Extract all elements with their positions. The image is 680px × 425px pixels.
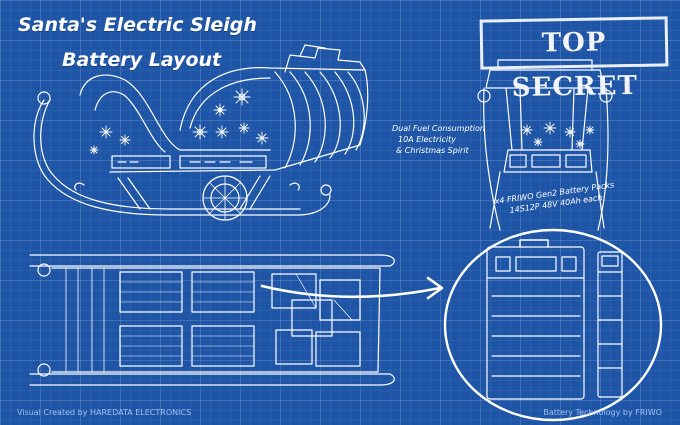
highlight-circle — [443, 228, 663, 422]
title-line-2: Battery Layout — [62, 49, 222, 71]
stamp-text: TOP SECRET — [511, 27, 639, 104]
title-line-1: Santa's Electric Sleigh — [18, 14, 257, 36]
technology-credit: Battery Technology by FRIWO — [543, 408, 662, 417]
credit-text: Visual Created by HAREDATA ELECTRONICS — [17, 408, 192, 417]
fuel-note-line-1: Dual Fuel Consumption — [392, 124, 485, 133]
pointer-arrow — [260, 284, 442, 299]
fuel-note-line-2: 10A Electricity — [398, 135, 456, 144]
sleigh-top-view — [29, 254, 395, 386]
snowflake-decorations — [89, 88, 269, 155]
sleigh-front-view — [477, 59, 613, 231]
top-secret-stamp: TOP SECRET — [479, 16, 669, 103]
sleigh-side-view — [33, 44, 369, 221]
fuel-note-line-3: & Christmas Spirit — [396, 146, 469, 155]
fuel-note: Dual Fuel Consumption 10A Electricity & … — [392, 123, 485, 156]
battery-pack-detail — [486, 239, 623, 400]
